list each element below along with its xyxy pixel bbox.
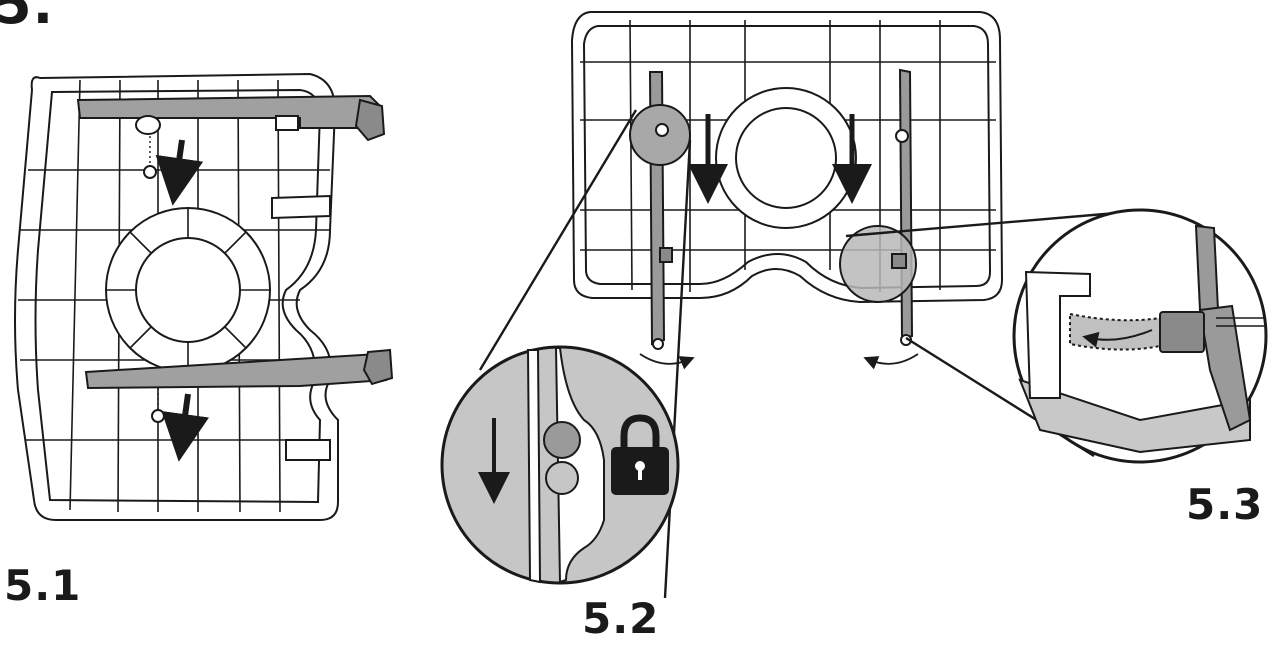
padlock-icon [611,414,669,495]
center-ring-inner-5-2 [735,107,837,209]
rotate-arrow-icon [1082,329,1153,348]
panel-label-5-2: 5.2 [582,594,660,643]
tray-inner-frame-5-2 [582,25,992,290]
right-rail-5-2 [898,68,914,340]
step-number: 5. [0,0,55,36]
zoom-5-3 [845,208,1268,464]
bottom-rail-5-1 [84,352,392,390]
zoom-source-right [839,225,917,303]
rotate-arrow-icon [639,353,695,370]
tray-frame-5-1 [14,72,339,521]
down-arrow-icon [161,393,210,462]
zoom-5-2 [440,109,692,599]
rotate-arrow-icon [863,353,919,370]
panel-label-5-3: 5.3 [1186,480,1264,529]
top-rail-5-1 [76,94,384,129]
down-arrow-icon [155,139,204,206]
panel-label-5-1: 5.1 [4,561,82,610]
tray-frame-5-2 [570,11,1004,304]
panel-5-2 [570,11,1004,370]
panel-5-1 [14,72,394,521]
